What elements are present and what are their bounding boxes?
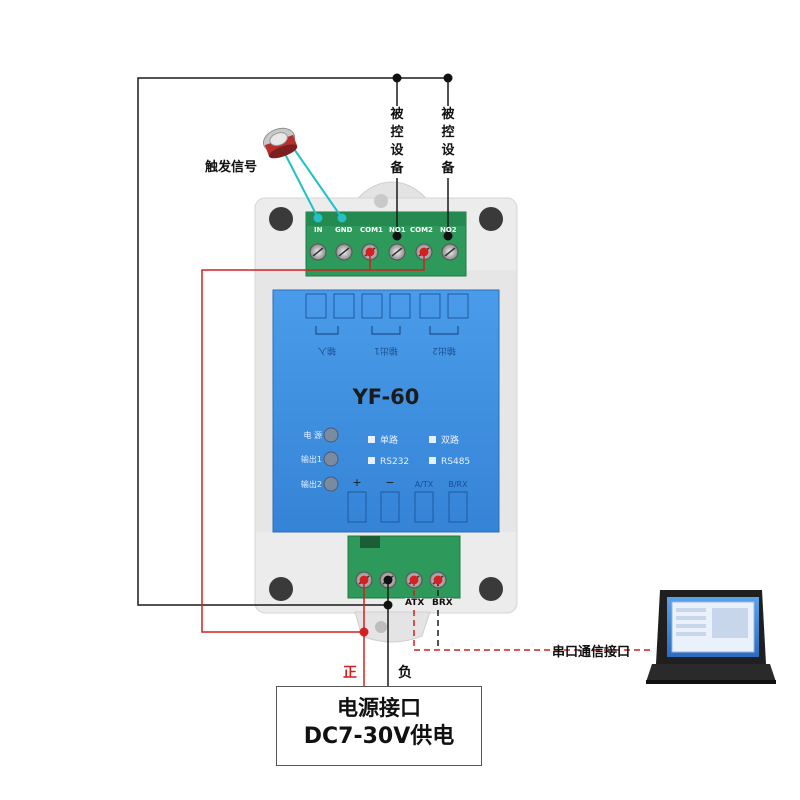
mode-rs232: RS232 <box>380 457 409 467</box>
controlled-device-1-label: 被 控 设 备 <box>389 106 405 178</box>
power-box: 电源接口 DC7-30V供电 <box>276 686 482 766</box>
device2-char: 设 <box>441 143 455 158</box>
led-output2 <box>323 476 339 492</box>
led-power <box>323 427 339 443</box>
screw-slot <box>338 247 350 257</box>
screw-slot <box>391 247 403 257</box>
terminal-com1: COM1 <box>360 226 383 234</box>
device1-char: 被 <box>390 107 404 122</box>
terminal-gnd: GND <box>335 226 353 234</box>
negative-label: 负 <box>398 665 412 681</box>
wire-trigger-in <box>282 149 319 219</box>
device2-char: 备 <box>441 161 455 176</box>
board-label-output2: 输出2 <box>432 345 456 357</box>
top-relay-pads <box>305 293 469 319</box>
trigger-button-icon <box>263 127 298 159</box>
wire-trigger-gnd <box>291 145 343 219</box>
board-label-input: 输入 <box>318 345 336 357</box>
serial-interface-label: 串口通信接口 <box>552 645 631 660</box>
board-label-output1: 输出1 <box>374 345 398 357</box>
pad-label-brx: B/RX <box>448 480 468 489</box>
power-box-voltage: DC7-30V供电 <box>303 724 455 749</box>
terminal-com2: COM2 <box>410 226 433 234</box>
wire-positive-loop <box>201 252 425 633</box>
led-output1 <box>323 451 339 467</box>
pad-label-minus: − <box>385 476 394 489</box>
mode-single: 单路 <box>380 434 398 446</box>
pad-label-plus: + <box>352 476 361 489</box>
led-label-power: 电 源 <box>303 430 322 440</box>
checkbox-rs485 <box>429 457 436 464</box>
mounting-hole <box>269 207 293 231</box>
terminal-no2: NO2 <box>440 226 457 234</box>
mounting-hole <box>479 577 503 601</box>
device1-char: 控 <box>390 125 404 140</box>
bottom-terminal-brx: BRX <box>432 598 453 608</box>
terminal-in: IN <box>314 226 323 234</box>
device2-char: 被 <box>441 107 455 122</box>
power-box-title: 电源接口 <box>337 696 421 720</box>
screw-slot <box>444 247 456 257</box>
mounting-hole <box>269 577 293 601</box>
mounting-hole <box>479 207 503 231</box>
screw-slot <box>312 247 324 257</box>
relay-board: 输入 输出1 输出2 YF-60 电 源 输出1 输出2 单路 双路 RS232… <box>272 289 500 533</box>
model-name: YF-60 <box>352 385 420 409</box>
led-label-output1: 输出1 <box>301 454 322 464</box>
junctions <box>313 73 453 637</box>
device2-char: 控 <box>441 125 455 140</box>
positive-label: 正 <box>343 665 357 681</box>
checkbox-single <box>368 436 375 443</box>
bottom-terminal-block <box>347 535 461 599</box>
controlled-device-2-label: 被 控 设 备 <box>440 106 456 178</box>
top-terminal-block <box>305 211 467 277</box>
device1-char: 备 <box>390 161 404 176</box>
mode-dual: 双路 <box>441 434 459 446</box>
device1-char: 设 <box>390 143 404 158</box>
checkbox-dual <box>429 436 436 443</box>
led-label-output2: 输出2 <box>301 479 322 489</box>
bottom-terminal-atx: ATX <box>405 598 425 608</box>
trigger-signal-label: 触发信号 <box>205 160 258 175</box>
checkbox-rs232 <box>368 457 375 464</box>
terminal-no1: NO1 <box>389 226 406 234</box>
laptop-icon <box>646 590 776 684</box>
pad-label-atx: A/TX <box>415 480 434 489</box>
mode-rs485: RS485 <box>441 457 470 467</box>
